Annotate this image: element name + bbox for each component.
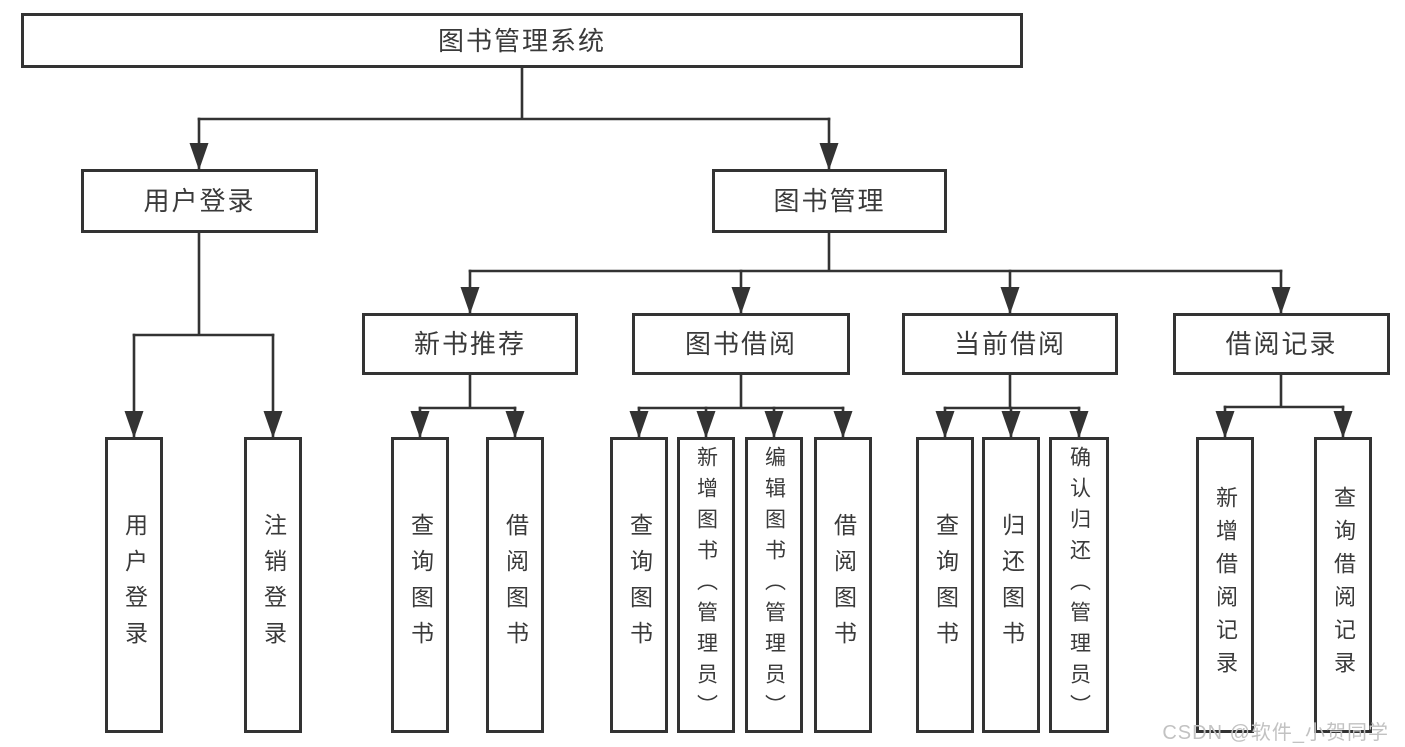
leaf-query-books-recommend-label: 查询图书 (407, 513, 434, 657)
leaf-add-books-admin: 新增图书（管理员） (677, 437, 735, 733)
leaf-logout: 注销登录 (244, 437, 302, 733)
leaf-borrow-books-recommend-label: 借阅图书 (502, 513, 529, 657)
leaf-return-books: 归还图书 (982, 437, 1040, 733)
leaf-query-books-current-label: 查询图书 (932, 513, 959, 657)
leaf-query-borrow-record: 查询借阅记录 (1314, 437, 1372, 733)
leaf-confirm-return-admin: 确认归还（管理员） (1049, 437, 1109, 733)
leaf-confirm-return-admin-label: 确认归还（管理员） (1067, 445, 1091, 725)
leaf-add-books-admin-label: 新增图书（管理员） (694, 445, 718, 725)
node-book-management-label: 图书管理 (773, 186, 886, 216)
node-borrowing-records: 借阅记录 (1173, 313, 1390, 375)
node-new-book-recommend-label: 新书推荐 (413, 329, 526, 359)
node-root: 图书管理系统 (21, 13, 1023, 68)
node-user-login-label: 用户登录 (143, 186, 256, 216)
leaf-return-books-label: 归还图书 (998, 513, 1025, 657)
leaf-edit-books-admin-label: 编辑图书（管理员） (762, 445, 786, 725)
leaf-borrow-books-borrowing: 借阅图书 (814, 437, 872, 733)
leaf-add-borrow-record: 新增借阅记录 (1196, 437, 1254, 733)
leaf-borrow-books-borrowing-label: 借阅图书 (830, 513, 857, 657)
leaf-query-books-current: 查询图书 (916, 437, 974, 733)
node-book-management: 图书管理 (712, 169, 947, 233)
node-borrowing-records-label: 借阅记录 (1225, 329, 1338, 359)
node-book-borrowing-label: 图书借阅 (684, 329, 797, 359)
csdn-watermark: CSDN @软件_小贺同学 (1162, 722, 1389, 744)
node-new-book-recommend: 新书推荐 (362, 313, 578, 375)
leaf-user-login: 用户登录 (105, 437, 163, 733)
node-book-borrowing: 图书借阅 (632, 313, 850, 375)
node-root-label: 图书管理系统 (437, 25, 606, 56)
leaf-borrow-books-recommend: 借阅图书 (486, 437, 544, 733)
leaf-logout-label: 注销登录 (260, 513, 287, 657)
node-current-borrowing: 当前借阅 (902, 313, 1118, 375)
leaf-query-books-borrowing-label: 查询图书 (626, 513, 653, 657)
leaf-user-login-label: 用户登录 (121, 513, 148, 657)
leaf-add-borrow-record-label: 新增借阅记录 (1213, 486, 1238, 684)
node-user-login: 用户登录 (81, 169, 318, 233)
leaf-query-borrow-record-label: 查询借阅记录 (1331, 486, 1356, 684)
leaf-edit-books-admin: 编辑图书（管理员） (745, 437, 803, 733)
leaf-query-books-borrowing: 查询图书 (610, 437, 668, 733)
leaf-query-books-recommend: 查询图书 (391, 437, 449, 733)
node-current-borrowing-label: 当前借阅 (953, 329, 1066, 359)
